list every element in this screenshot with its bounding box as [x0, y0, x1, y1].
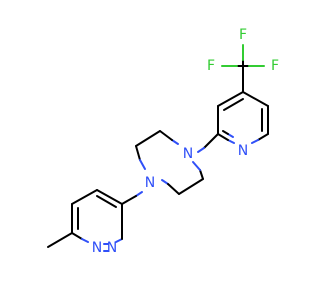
bond-pdz-c4-c5 [71, 189, 98, 205]
bond-pip-pdz-black [121, 195, 137, 205]
bond-methyl [47, 232, 73, 248]
pyridazine-ring [71, 189, 123, 252]
bond-pdz-n2-c3-blue [115, 238, 123, 243]
atom-nitrogen-pyridine: N [238, 143, 248, 159]
atom-labels: F F F N N N N N [92, 27, 279, 256]
atom-nitrogen-piperazine-1: N [145, 175, 155, 191]
trifluoromethyl-bonds [221, 44, 265, 93]
bond-pdz-c6-n1-black [71, 232, 83, 240]
atom-nitrogen-pyridazine-2: N [107, 240, 117, 256]
bond-pdz-c6-n1-blue [81, 238, 89, 243]
bond-pip-c-c-bottom [178, 178, 204, 195]
bond-pip-c-c-top [135, 130, 161, 147]
pyridine-ring [217, 91, 269, 144]
bond-pip-n1-c-black [167, 183, 180, 195]
atom-fluorine-2: F [271, 58, 279, 74]
bond-pip-pdz-blue [135, 191, 143, 197]
atom-nitrogen-piperazine-4: N [183, 146, 193, 162]
bond-pdz-c3-c4 [96, 189, 123, 205]
bond-py-c3-c4-double [223, 98, 244, 111]
bond-py-pip-blue [197, 147, 205, 153]
bond-py-n-c2-double-black [222, 130, 229, 135]
bond-py-c4-c5 [242, 91, 269, 107]
bond-pip-c-n4-black [199, 169, 204, 180]
bond-pip-n4-c-black [159, 130, 173, 141]
bond-pdz-c3-c4-double [96, 195, 117, 208]
bond-py-pip-black [203, 133, 219, 149]
bond-pip-c-n1-blue [139, 159, 146, 170]
bond-pip-n4-c-blue [171, 139, 179, 145]
bond-py-c6-n-blue [251, 139, 259, 144]
bond-pip-c-n4-blue [192, 161, 201, 171]
atom-nitrogen-pyridazine-1: N [92, 240, 102, 256]
bond-pip-c-n1-black [135, 145, 141, 161]
bond-py-c6-n-black [257, 133, 269, 141]
atom-fluorine-3: F [239, 27, 247, 43]
bond-py-n-c2-black [217, 133, 229, 141]
piperazine-ring [135, 130, 204, 195]
atom-fluorine-1: F [207, 58, 215, 74]
bond-py-n-c2-blue [227, 139, 235, 144]
bond-py-c3-c4 [217, 91, 244, 107]
bond-pip-n1-c-blue [161, 179, 169, 185]
molecule-structure-diagram: F F F N N N N N [47, 27, 279, 256]
